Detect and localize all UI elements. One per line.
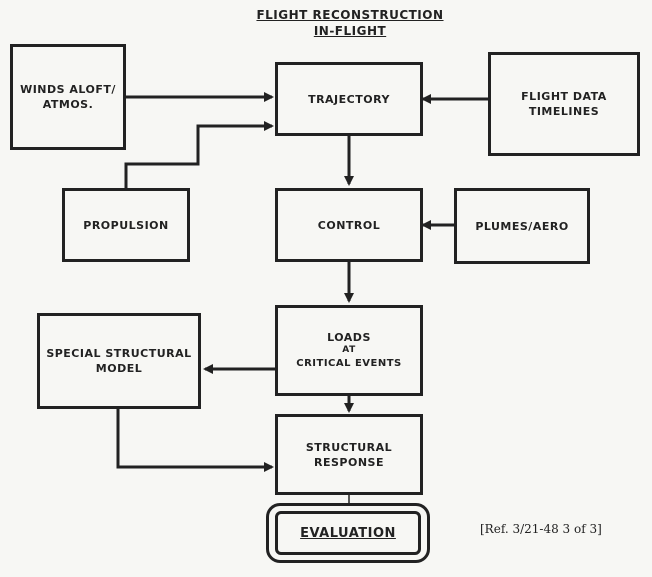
diagram-title-line2: IN-FLIGHT — [313, 24, 387, 38]
trajectory-label: TRAJECTORY — [308, 92, 390, 106]
evaluation-outer-frame — [266, 503, 430, 563]
winds-label-2: ATMOS. — [42, 98, 94, 111]
loads-label-1: LOADS — [327, 331, 371, 344]
structural-label-1: STRUCTURAL — [305, 440, 393, 454]
special-label-1: SPECIAL STRUCTURAL — [46, 347, 192, 360]
box-plumes-aero: PLUMES/AERO — [454, 188, 590, 264]
loads-label-2: AT — [342, 345, 356, 355]
diagram-title-line1: FLIGHT RECONSTRUCTION — [256, 8, 444, 22]
box-winds-aloft: WINDS ALOFT/ATMOS. — [10, 44, 126, 150]
winds-label-1: WINDS ALOFT/ — [20, 83, 116, 96]
structural-label-2: RESPONSE — [314, 455, 384, 469]
control-label: CONTROL — [317, 218, 381, 232]
box-evaluation: EVALUATION — [275, 511, 421, 555]
flight-data-label-2: TIMELINES — [528, 105, 600, 118]
arrow-special-to-structural — [116, 409, 274, 472]
propulsion-label: PROPULSION — [83, 218, 169, 232]
evaluation-label: EVALUATION — [300, 525, 396, 541]
arrow-propulsion-to-trajectory — [124, 121, 274, 188]
special-label-2: MODEL — [95, 362, 143, 375]
box-trajectory: TRAJECTORY — [275, 62, 423, 136]
loads-label-3: CRITICAL EVENTS — [296, 358, 402, 369]
plumes-label: PLUMES/AERO — [475, 219, 569, 233]
box-flight-data: FLIGHT DATA TIMELINES — [488, 52, 640, 156]
box-propulsion: PROPULSION — [62, 188, 190, 262]
reference-note: [Ref. 3/21-48 3 of 3] — [480, 522, 602, 536]
flight-data-label-1: FLIGHT DATA — [521, 90, 607, 103]
box-control: CONTROL — [275, 188, 423, 262]
box-special-structural-model: SPECIAL STRUCTURAL MODEL — [37, 313, 201, 409]
